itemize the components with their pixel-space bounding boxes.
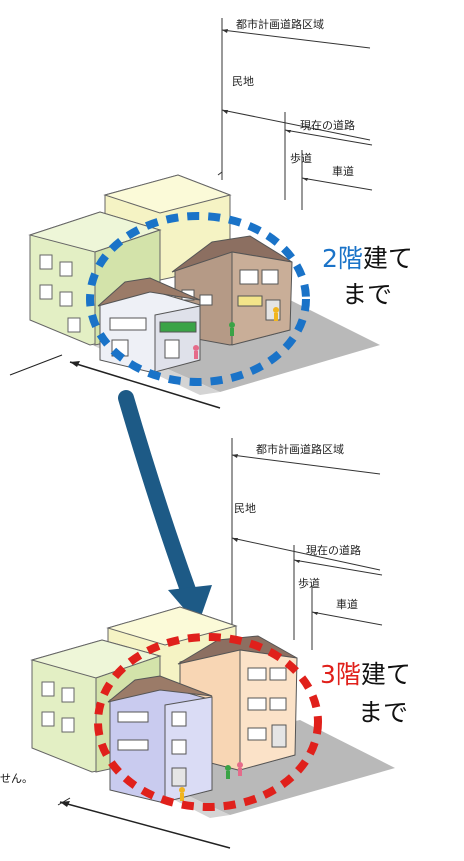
bottom-dimension-arrows: [232, 454, 318, 615]
bottom-panel: [30, 438, 395, 849]
bottom-zone-label: 都市計画道路区域: [256, 443, 344, 456]
bottom-floor-suffix: 建て: [360, 660, 411, 689]
top-panel: [9, 18, 380, 409]
top-zone-label: 都市計画道路区域: [236, 18, 324, 31]
top-sidewalk-label: 歩道: [290, 152, 312, 165]
top-people: [193, 307, 279, 359]
top-floor-kai: 階: [337, 244, 363, 273]
top-private-land-label: 民地: [232, 75, 254, 88]
bottom-limit-ellipse: [94, 633, 322, 811]
top-floor-number: 2: [322, 244, 338, 273]
bottom-floor-kai: 階: [335, 660, 361, 689]
bottom-orange-house: [177, 635, 298, 771]
bottom-boundary-line: [59, 801, 231, 849]
bottom-boundary-arrowhead: [60, 801, 70, 807]
bottom-sidewalk-label: 歩道: [298, 577, 320, 590]
bottom-private-land-label: 民地: [234, 502, 256, 515]
bottom-dimension-lines: [231, 438, 383, 650]
top-boundary-arrowhead: [70, 361, 80, 367]
bottom-purple-house: [107, 675, 213, 803]
transition-arrow: [118, 390, 212, 625]
top-dimension-lines: [217, 18, 373, 210]
bottom-floor-limit: 3階建て: [320, 662, 411, 687]
top-boundary-line: [69, 361, 221, 409]
top-floor-limit: 2階建て: [322, 246, 413, 271]
top-brown-house: [171, 235, 293, 346]
cut-off-text: せん。: [0, 772, 33, 785]
top-roadway-label: 車道: [332, 165, 354, 178]
bottom-roadway-label: 車道: [336, 598, 358, 611]
top-floor-made: まで: [342, 280, 393, 309]
bottom-floor-made: まで: [358, 698, 409, 727]
top-boundary-left: [9, 354, 63, 376]
bottom-floor-number: 3: [320, 660, 336, 689]
bottom-current-road-label: 現在の道路: [306, 544, 361, 557]
top-white-house: [97, 277, 201, 373]
top-current-road-label: 現在の道路: [300, 119, 355, 132]
top-dimension-arrows: [222, 29, 308, 181]
top-limit-ellipse: [86, 212, 310, 386]
top-floor-suffix: 建て: [362, 244, 413, 273]
bottom-people: [179, 762, 243, 801]
bottom-boundary-left: [57, 797, 71, 806]
